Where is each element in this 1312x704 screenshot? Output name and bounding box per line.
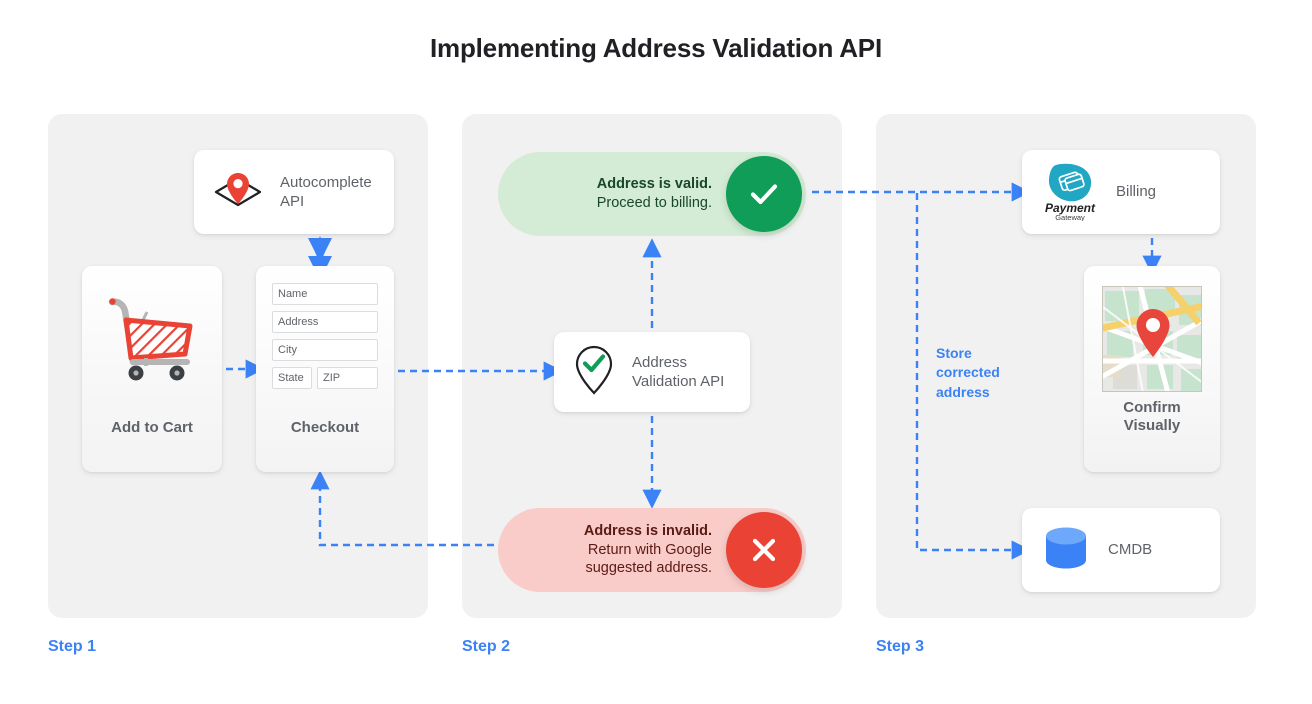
confirm-visually-card[interactable]: Confirm Visually (1084, 266, 1220, 472)
step-3-label: Step 3 (876, 638, 925, 655)
shopping-cart-icon (82, 288, 222, 384)
state-zip-row: State ZIP (272, 367, 378, 389)
address-valid-text: Address is valid. Proceed to billing. (597, 175, 726, 212)
address-valid-title: Address is valid. (596, 176, 712, 193)
add-to-cart-label: Add to Cart (111, 419, 193, 436)
checkout-form: Name Address City State ZIP (272, 283, 378, 389)
address-invalid-pill: Address is invalid. Return with Google s… (498, 508, 806, 592)
step-2-label: Step 2 (462, 638, 511, 655)
city-field[interactable]: City (272, 339, 378, 361)
address-valid-pill: Address is valid. Proceed to billing. (498, 152, 806, 236)
name-field[interactable]: Name (272, 283, 378, 305)
zip-field[interactable]: ZIP (317, 367, 378, 389)
state-field[interactable]: State (272, 367, 312, 389)
cmdb-card[interactable]: CMDB (1022, 508, 1220, 592)
checkout-card[interactable]: Name Address City State ZIP Checkout (256, 266, 394, 472)
map-thumbnail-icon (1102, 286, 1202, 392)
billing-label: Billing (1116, 183, 1157, 201)
pin-check-icon (570, 342, 618, 403)
check-icon (726, 156, 802, 232)
step-1-label: Step 1 (48, 638, 97, 655)
payment-gateway-logo: Payment Gateway (1038, 159, 1102, 226)
autocomplete-api-label: Autocomplete API (280, 173, 372, 210)
store-corrected-address-label: Store corrected address (936, 345, 1000, 400)
address-invalid-subtitle: Return with Google suggested address. (585, 541, 712, 577)
address-invalid-title: Address is invalid. (583, 523, 712, 540)
address-field[interactable]: Address (272, 311, 378, 333)
database-icon (1038, 522, 1094, 579)
cmdb-label: CMDB (1108, 541, 1153, 559)
address-invalid-text: Address is invalid. Return with Google s… (584, 522, 726, 578)
address-valid-subtitle: Proceed to billing. (596, 195, 712, 211)
address-validation-api-label: Address Validation API (632, 353, 725, 390)
page-title: Implementing Address Validation API (430, 33, 882, 63)
map-pin-diamond-icon (210, 165, 266, 220)
billing-card[interactable]: Payment Gateway Billing (1022, 150, 1220, 234)
address-validation-api-card[interactable]: Address Validation API (554, 332, 750, 412)
svg-text:Payment: Payment (1045, 201, 1096, 215)
add-to-cart-card[interactable]: Add to Cart (82, 266, 222, 472)
svg-text:Gateway: Gateway (1055, 213, 1085, 221)
close-icon (726, 512, 802, 588)
checkout-label: Checkout (290, 419, 360, 436)
confirm-visually-label: Confirm Visually (1123, 398, 1181, 435)
autocomplete-api-card[interactable]: Autocomplete API (194, 150, 394, 234)
